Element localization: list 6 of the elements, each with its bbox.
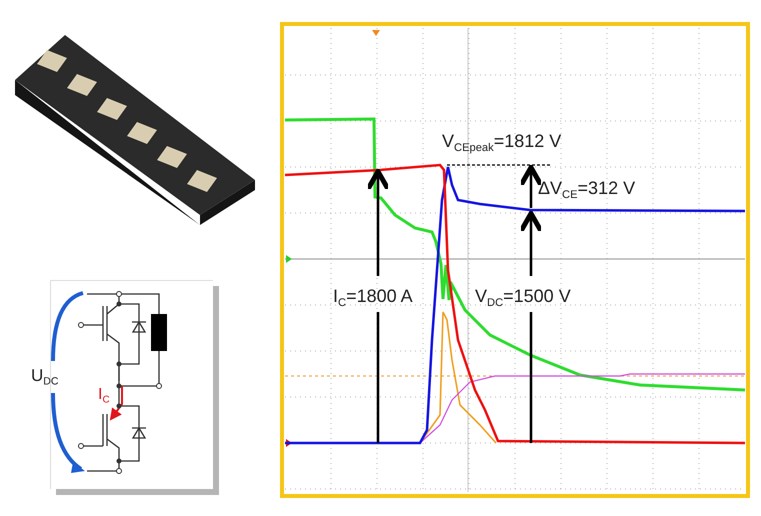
- overshoot-voltage-label: ΔV$_{CE}$=312 V: [538, 179, 636, 202]
- current-label: I$_{C}$: [98, 387, 110, 406]
- voltage-label: U$_{DC}$: [31, 367, 58, 388]
- collector-current-label: I$_{C}$=1800 A: [333, 287, 413, 310]
- peak-voltage-label: V$_{CEpeak}$=1812 V: [442, 132, 562, 154]
- dc-voltage-label: V$_{DC}$=1500 V: [475, 287, 571, 310]
